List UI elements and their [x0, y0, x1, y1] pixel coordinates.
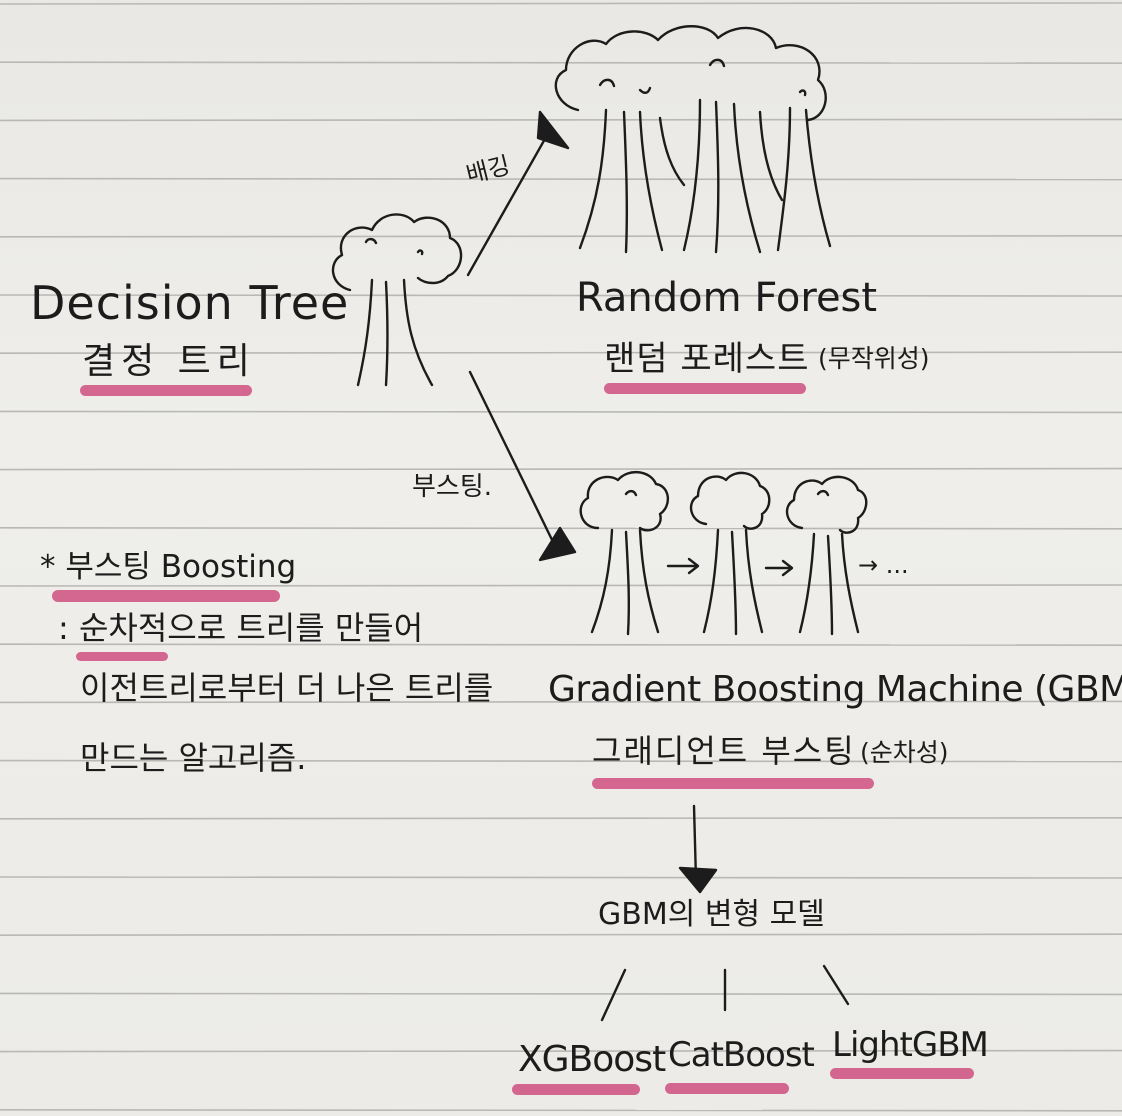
ruled-line	[0, 876, 1122, 879]
gbm-label: Gradient Boosting Machine (GBM)	[548, 669, 1122, 710]
random-forest-label-ko: 랜덤 포레스트	[604, 339, 810, 379]
ruled-line	[0, 816, 1122, 820]
random-forest-note: (무작위성)	[818, 344, 930, 373]
ruled-line	[0, 700, 1122, 704]
ruled-line	[0, 294, 1122, 297]
decision-tree-icon	[331, 213, 463, 387]
down-arrow	[678, 804, 718, 894]
ruled-line	[0, 410, 1122, 414]
ruled-line	[0, 351, 1122, 355]
decision-tree-label: Decision Tree	[30, 276, 350, 330]
highlight-gbm-ko	[592, 778, 874, 789]
gbm-label-ko: 그래디언트 부스팅	[592, 732, 856, 770]
ruled-line	[0, 118, 1122, 122]
gbm-trees-icon	[579, 471, 868, 636]
highlight-decision-tree-ko	[80, 385, 252, 396]
variant-lightgbm: LightGBM	[832, 1025, 989, 1065]
ruled-line	[0, 1049, 1122, 1053]
highlight-random-forest-ko	[604, 383, 806, 394]
boosting-label: 부스팅.	[412, 472, 493, 502]
boosting-note-line-3: 만드는 알고리즘.	[80, 739, 307, 777]
highlight-lightgbm	[830, 1068, 974, 1079]
gbm-note: (순차성)	[860, 738, 949, 767]
gbm-sequence-ellipsis: → ...	[858, 551, 909, 579]
highlight-boosting-title	[52, 590, 280, 602]
bagging-arrow	[466, 110, 570, 277]
variant-xgboost: XGBoost	[518, 1039, 666, 1080]
random-forest-label: Random Forest	[576, 275, 878, 321]
boosting-note-title: * 부스팅 Boosting	[40, 549, 297, 585]
boosting-arrow	[468, 370, 577, 562]
ruled-line	[0, 467, 1122, 471]
ruled-line	[0, 643, 1122, 647]
variants-title: GBM의 변형 모델	[598, 897, 825, 932]
variant-catboost: CatBoost	[668, 1035, 815, 1075]
ruled-line	[0, 1109, 1122, 1112]
ruled-line	[0, 992, 1122, 996]
ruled-line	[0, 584, 1122, 587]
highlight-xgboost	[512, 1084, 640, 1095]
variant-branches	[600, 964, 850, 1022]
ruled-line	[0, 2, 1122, 5]
random-forest-icon	[554, 25, 832, 254]
ruled-line	[0, 61, 1122, 65]
ruled-line	[0, 933, 1122, 937]
highlight-sequential	[76, 652, 168, 661]
boosting-note-line-1: : 순차적으로 트리를 만들어	[58, 609, 424, 647]
decision-tree-label-ko: 결정 트리	[82, 341, 256, 382]
boosting-note-line-2: 이전트리로부터 더 나은 트리를	[80, 669, 494, 707]
ruled-line	[0, 759, 1122, 763]
ruled-line	[0, 177, 1122, 181]
ruled-line	[0, 235, 1122, 238]
highlight-catboost	[665, 1083, 789, 1094]
